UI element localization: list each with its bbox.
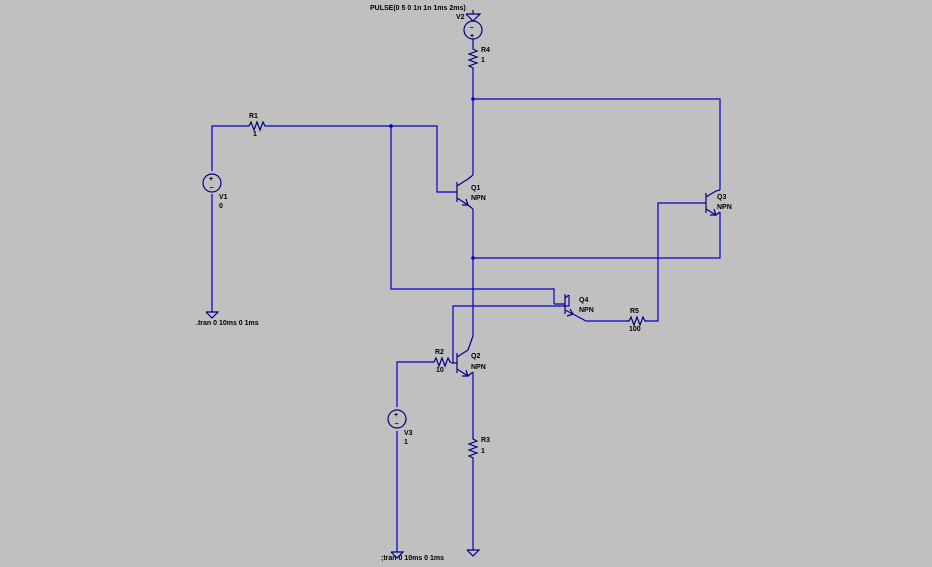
q4-emitter <box>564 309 574 315</box>
q3-collector <box>705 189 721 198</box>
wire-q3-collector-loop[interactable] <box>473 98 721 190</box>
r2-value: 10 <box>436 367 444 374</box>
r3-zigzag <box>467 436 479 460</box>
q3-label: Q3 <box>717 194 726 201</box>
tran-directive-v3[interactable]: ;tran 0 10ms 0 1ms <box>381 555 444 562</box>
q2-emitter-arrow <box>462 369 469 377</box>
r5-resistor[interactable]: R5 100 <box>626 308 647 333</box>
q1-collector <box>456 174 474 187</box>
v3-source[interactable]: + − V3 1 <box>387 409 413 559</box>
q2-transistor[interactable]: Q2 NPN <box>451 335 486 377</box>
r4-resistor[interactable]: R4 1 <box>467 46 490 69</box>
q1-emitter-arrow <box>462 198 469 206</box>
wire-q4-collector[interactable] <box>452 295 570 363</box>
junction-dot <box>471 256 475 260</box>
wire-r1-to-q1-base[interactable] <box>266 125 454 193</box>
r2-zigzag <box>431 356 451 368</box>
r2-label: R2 <box>435 349 444 356</box>
v3-circle <box>387 409 407 429</box>
v2-minus-sign: − <box>470 25 474 32</box>
v3-value: 1 <box>404 439 408 446</box>
v3-minus-sign: − <box>395 421 399 428</box>
v1-circle <box>202 173 222 193</box>
q1-label: Q1 <box>471 185 480 192</box>
v1-ground-symbol <box>205 311 220 319</box>
r3-label: R3 <box>481 437 490 444</box>
r1-resistor[interactable]: R1 1 <box>246 113 266 138</box>
v2-ground-symbol <box>465 13 482 22</box>
q1-transistor[interactable]: Q1 NPN <box>454 174 486 210</box>
r5-zigzag <box>626 315 647 327</box>
v2-source[interactable]: − + V2 <box>456 10 483 46</box>
r1-value: 1 <box>253 131 257 138</box>
q3-emitter-arrow <box>710 208 717 216</box>
r1-label: R1 <box>249 113 258 120</box>
v2-label: V2 <box>456 14 465 21</box>
q2-model: NPN <box>471 364 486 371</box>
wire-v1-top[interactable] <box>211 125 246 171</box>
r5-value: 100 <box>629 326 641 333</box>
r1-zigzag <box>246 120 266 132</box>
v1-source[interactable]: + − V1 0 <box>202 173 228 319</box>
q4-model: NPN <box>579 307 594 314</box>
q1-model: NPN <box>471 195 486 202</box>
q3-model: NPN <box>717 204 732 211</box>
r2-resistor[interactable]: R2 10 <box>431 349 451 374</box>
q4-emitter-arrow <box>566 308 574 317</box>
wire-q4-emitter-to-r5[interactable] <box>572 313 626 322</box>
r3-ground-symbol <box>466 549 481 557</box>
r4-label: R4 <box>481 47 490 54</box>
v3-label: V3 <box>404 430 413 437</box>
q2-collector <box>456 335 474 358</box>
r5-label: R5 <box>630 308 639 315</box>
v1-minus-sign: − <box>210 185 214 192</box>
v1-label: V1 <box>219 194 228 201</box>
tran-directive-v1[interactable]: .tran 0 10ms 0 1ms <box>196 320 259 327</box>
r4-value: 1 <box>481 57 485 64</box>
q4-label: Q4 <box>579 297 588 304</box>
r3-value: 1 <box>481 448 485 455</box>
r3-resistor[interactable]: R3 1 <box>467 436 490 460</box>
junction-dot <box>389 124 393 128</box>
v3-plus-sign: + <box>394 412 398 419</box>
pulse-directive[interactable]: PULSE(0 5 0 1n 1n 1ms 2ms) <box>370 5 466 12</box>
q3-transistor[interactable]: Q3 NPN <box>703 189 732 216</box>
q4-transistor[interactable]: Q4 NPN <box>554 294 594 317</box>
v2-plus-sign: + <box>470 33 474 40</box>
wire-q3-emitter-loop[interactable] <box>473 212 721 259</box>
r4-zigzag <box>467 46 479 69</box>
q4-collector <box>564 294 570 299</box>
wire-q3-base[interactable] <box>647 202 703 322</box>
q2-label: Q2 <box>471 353 480 360</box>
wire-v3-top[interactable] <box>396 361 431 407</box>
wires <box>211 69 721 552</box>
v3-ground-symbol <box>390 551 405 559</box>
v1-value: 0 <box>219 203 223 210</box>
v1-plus-sign: + <box>209 176 213 183</box>
junction-dot <box>471 97 475 101</box>
